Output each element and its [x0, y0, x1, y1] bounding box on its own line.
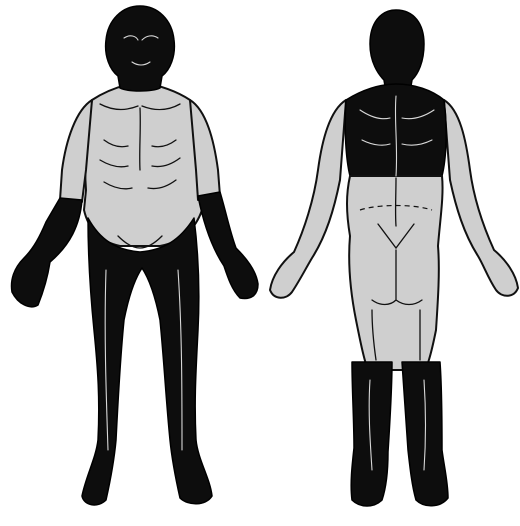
back-right-arm	[444, 100, 518, 296]
back-calves	[351, 362, 448, 506]
front-left-forearm	[12, 198, 83, 307]
front-right-forearm	[198, 192, 258, 298]
back-head	[370, 10, 424, 95]
back-view-figure	[270, 10, 518, 506]
front-legs	[82, 218, 212, 505]
front-head	[106, 6, 175, 91]
back-lower-back	[347, 176, 443, 370]
front-sternum-line	[140, 108, 141, 170]
back-left-arm	[270, 100, 346, 298]
front-view-figure	[12, 6, 259, 505]
